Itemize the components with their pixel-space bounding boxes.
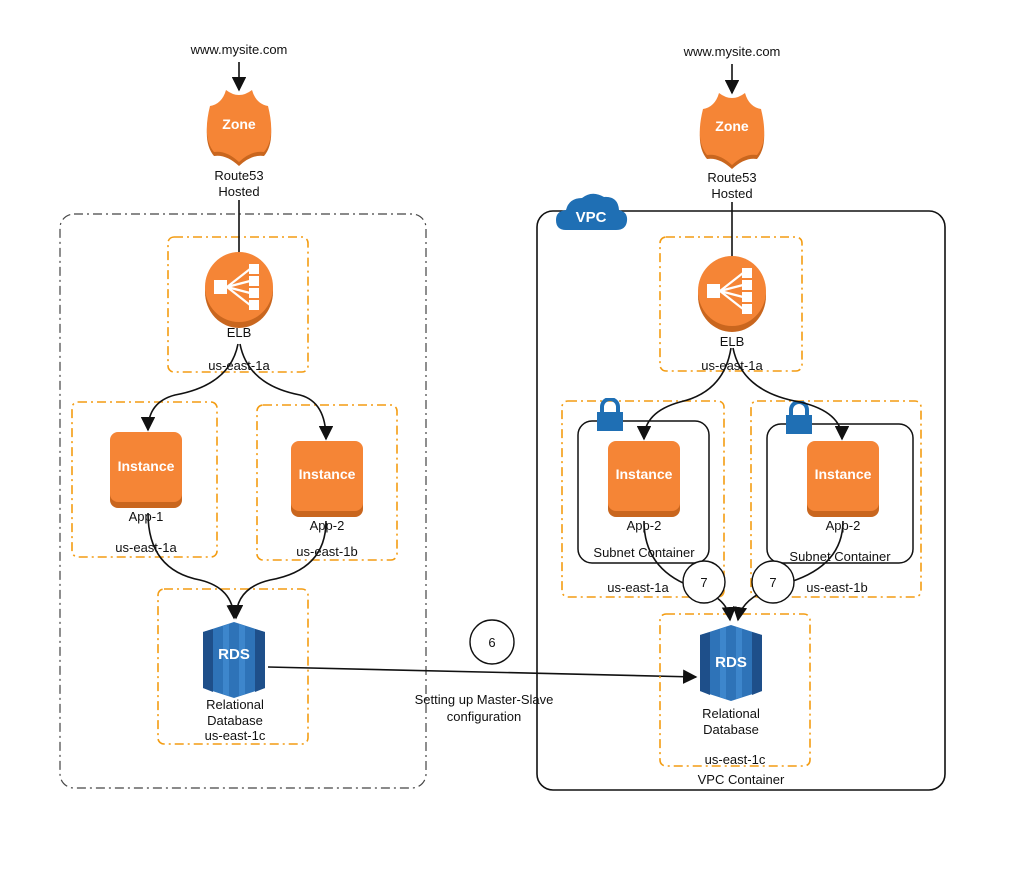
left-app2-label: App-2 — [310, 518, 345, 533]
left-elb-zone-box — [167, 236, 309, 373]
left-app1-zone-label: us-east-1a — [115, 540, 177, 555]
replication-edge — [267, 666, 698, 684]
left-edge-elb-app2 — [239, 343, 334, 441]
step-7-badge-a — [682, 560, 726, 604]
svg-text:7: 7 — [769, 575, 776, 590]
left-app2-instance-icon: Instance — [291, 441, 363, 517]
left-rds-caption-2: Database — [207, 713, 263, 728]
step-6-badge — [469, 619, 515, 665]
right-zone-b-label: us-east-1b — [806, 580, 867, 595]
subnet-container-b — [766, 423, 914, 564]
right-zone-a-box — [561, 400, 725, 598]
svg-text:Instance: Instance — [616, 466, 673, 482]
svg-text:7: 7 — [700, 575, 707, 590]
vpc-container-label: VPC Container — [698, 772, 785, 787]
subnet-container-a — [577, 420, 710, 564]
svg-text:Instance: Instance — [815, 466, 872, 482]
right-edge-elb-app-a — [636, 347, 732, 441]
right-app-b-instance-icon: Instance — [807, 441, 879, 517]
left-rds-icon: RDS — [203, 622, 265, 698]
vpc-cloud-icon: VPC — [556, 193, 628, 230]
right-app-a-instance-icon: Instance — [608, 441, 680, 517]
left-edge-elb-app1 — [140, 343, 239, 432]
subnet-b-label: Subnet Container — [789, 549, 891, 564]
svg-text:RDS: RDS — [715, 654, 747, 671]
right-route53-caption-2: Hosted — [711, 186, 752, 201]
left-edge-app2-rds — [228, 520, 327, 620]
replication-caption-2: configuration — [447, 709, 521, 724]
left-architecture: www.mysite.com Zone Route53 Hosted ELB u… — [59, 42, 427, 789]
left-region-container — [59, 213, 427, 789]
replication-caption-1: Setting up Master-Slave — [415, 692, 554, 707]
right-edge-elb-app-b — [732, 347, 850, 441]
left-app1-instance-icon: Instance — [110, 432, 182, 508]
svg-text:6: 6 — [488, 635, 495, 650]
left-rds-zone-box — [157, 588, 309, 745]
left-elb-label: ELB — [227, 325, 252, 340]
right-rds-caption-2: Database — [703, 722, 759, 737]
svg-text:RDS: RDS — [218, 646, 250, 663]
left-edge-app1-rds — [147, 512, 241, 620]
subnet-a-label: Subnet Container — [593, 545, 695, 560]
left-url-label: www.mysite.com — [190, 42, 288, 57]
left-elb-zone-label: us-east-1a — [208, 358, 270, 373]
right-elb-zone-box — [659, 236, 803, 372]
right-zone-b-box — [750, 400, 922, 598]
left-rds-caption-1: Relational — [206, 697, 264, 712]
left-route53-zone-icon: Zone — [206, 90, 272, 166]
right-url-label: www.mysite.com — [683, 44, 781, 59]
svg-text:Zone: Zone — [715, 118, 749, 134]
replication-link: 6 Setting up Master-Slave configuration — [267, 619, 698, 724]
left-elb-icon — [204, 250, 274, 330]
svg-text:VPC: VPC — [576, 209, 607, 226]
right-elb-label: ELB — [720, 334, 745, 349]
left-app1-zone-box — [71, 401, 218, 558]
right-rds-zone-label: us-east-1c — [705, 752, 766, 767]
right-route53-caption-1: Route53 — [707, 170, 756, 185]
right-elb-zone-label: us-east-1a — [701, 358, 763, 373]
lock-icon-a — [595, 398, 625, 432]
left-route53-caption-2: Hosted — [218, 184, 259, 199]
left-app2-zone-box — [256, 404, 398, 561]
right-zone-a-label: us-east-1a — [607, 580, 669, 595]
right-rds-caption-1: Relational — [702, 706, 760, 721]
right-elb-icon — [697, 254, 767, 334]
right-rds-icon: RDS — [700, 625, 762, 701]
step-7-badge-b — [751, 560, 795, 604]
svg-text:Zone: Zone — [222, 116, 256, 132]
left-app1-label: App-1 — [129, 509, 164, 524]
left-app2-zone-label: us-east-1b — [296, 544, 357, 559]
right-rds-zone-box — [659, 613, 811, 767]
right-route53-zone-icon: Zone — [699, 93, 765, 169]
left-route53-caption-1: Route53 — [214, 168, 263, 183]
right-architecture: VPC VPC Container www.mysite.com Zone Ro… — [536, 44, 946, 791]
svg-text:Instance: Instance — [299, 466, 356, 482]
left-rds-zone-label: us-east-1c — [205, 728, 266, 743]
svg-text:Instance: Instance — [118, 458, 175, 474]
vpc-container — [536, 210, 946, 791]
lock-icon-b — [784, 401, 814, 435]
